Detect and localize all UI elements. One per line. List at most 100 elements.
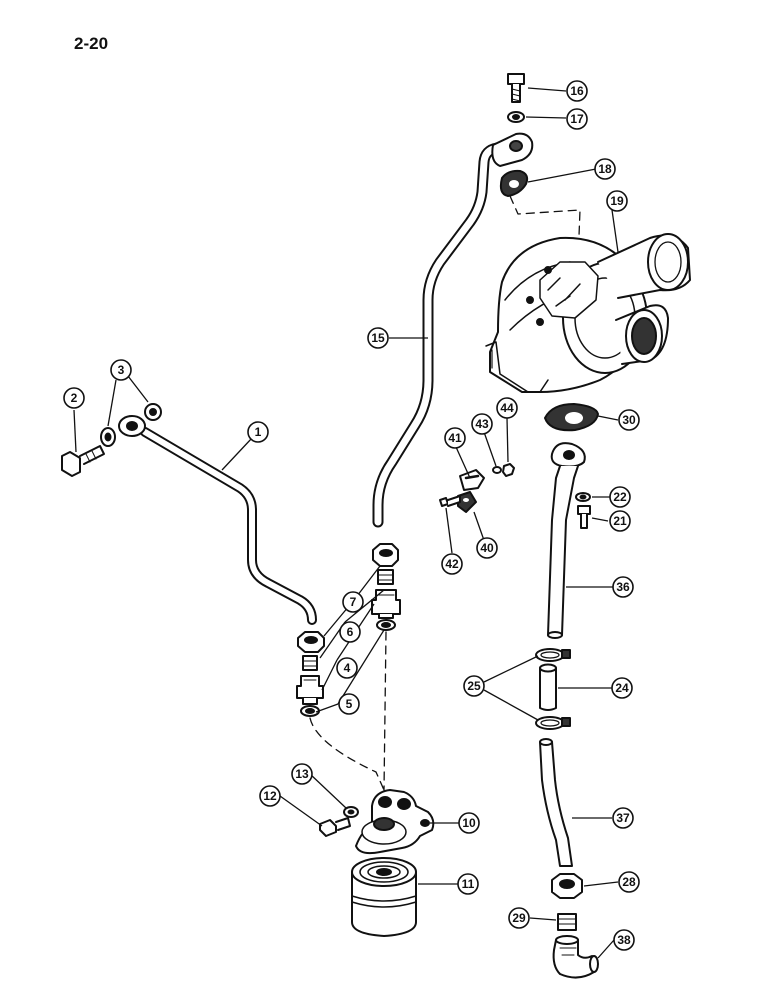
svg-text:17: 17	[570, 112, 584, 126]
part-12-bolt	[319, 817, 351, 837]
callout-16: 16	[566, 80, 588, 102]
svg-text:1: 1	[255, 425, 262, 439]
part-36-oil-drain-tube	[547, 442, 586, 639]
callout-29: 29	[508, 907, 530, 929]
callout-41: 41	[444, 427, 466, 449]
svg-text:3: 3	[118, 363, 125, 377]
part-24-hose	[539, 663, 557, 711]
svg-text:15: 15	[371, 331, 385, 345]
part-6-sleeve-right	[377, 569, 394, 585]
svg-text:38: 38	[617, 933, 631, 947]
part-29-sleeve	[557, 913, 577, 931]
svg-text:11: 11	[462, 877, 475, 891]
callout-4: 4	[336, 657, 358, 679]
svg-text:12: 12	[263, 789, 277, 803]
callout-2: 2	[63, 387, 85, 409]
part-4-connector-right	[371, 589, 401, 619]
callout-44: 44	[496, 397, 518, 419]
callout-12: 12	[259, 785, 281, 807]
callout-38: 38	[613, 929, 635, 951]
part-7-nut-left	[297, 631, 325, 653]
svg-text:6: 6	[347, 625, 354, 639]
part-25-hose-clamp-lower	[535, 716, 571, 730]
callout-6: 6	[339, 621, 361, 643]
part-5-o-ring-right	[376, 619, 396, 631]
part-30-gasket	[544, 403, 599, 432]
callout-19: 19	[606, 190, 628, 212]
part-40-clamp	[457, 491, 477, 513]
part-3-washer-lower	[100, 427, 116, 447]
callout-18: 18	[594, 158, 616, 180]
callout-36: 36	[612, 576, 634, 598]
part-15-oil-supply-tube	[372, 132, 534, 528]
part-18-gasket	[499, 169, 581, 263]
part-41-clip	[459, 469, 485, 491]
callout-15: 15	[367, 327, 389, 349]
svg-text:4: 4	[344, 661, 351, 675]
callout-13: 13	[291, 763, 313, 785]
callout-21: 21	[609, 510, 631, 532]
callout-11: 11	[457, 873, 479, 895]
svg-text:28: 28	[622, 875, 636, 889]
part-6-sleeve-left	[302, 655, 318, 671]
part-37-oil-drain-tube	[539, 738, 573, 867]
svg-text:22: 22	[613, 490, 627, 504]
part-17-washer	[507, 111, 525, 123]
part-5-o-ring-left	[300, 705, 320, 717]
callout-28: 28	[618, 871, 640, 893]
callout-30: 30	[618, 409, 640, 431]
part-16-bolt	[507, 73, 525, 103]
page-number: 2-20	[74, 34, 109, 53]
callout-3: 3	[110, 359, 132, 381]
svg-text:2: 2	[71, 391, 78, 405]
svg-text:30: 30	[622, 413, 636, 427]
callout-24: 24	[611, 677, 633, 699]
part-25-hose-clamp-upper	[535, 648, 571, 662]
svg-text:13: 13	[295, 767, 309, 781]
part-13-washer	[343, 806, 359, 818]
part-10-filter-head	[355, 789, 435, 855]
part-7-nut-right	[372, 543, 399, 567]
svg-text:40: 40	[480, 541, 494, 555]
svg-text:10: 10	[462, 816, 476, 830]
svg-text:42: 42	[445, 557, 459, 571]
part-4-connector-left	[296, 675, 324, 705]
callout-25: 25	[463, 675, 485, 697]
callout-42: 42	[441, 553, 463, 575]
callout-7: 7	[342, 591, 364, 613]
svg-text:5: 5	[346, 697, 353, 711]
part-44-nut	[502, 463, 515, 477]
part-1-oil-supply-line	[118, 415, 317, 625]
part-22-washer	[575, 492, 591, 502]
callout-37: 37	[612, 807, 634, 829]
svg-text:36: 36	[616, 580, 630, 594]
svg-text:19: 19	[610, 194, 624, 208]
svg-text:21: 21	[613, 514, 627, 528]
part-19-turbocharger	[485, 233, 691, 393]
part-43-washer	[492, 466, 502, 474]
svg-text:41: 41	[448, 431, 462, 445]
callout-40: 40	[476, 537, 498, 559]
svg-text:37: 37	[616, 811, 630, 825]
part-42-screw	[439, 495, 461, 507]
svg-text:18: 18	[598, 162, 612, 176]
svg-text:25: 25	[467, 679, 481, 693]
callout-1: 1	[247, 421, 269, 443]
callout-10: 10	[458, 812, 480, 834]
svg-text:16: 16	[570, 84, 584, 98]
part-11-oil-filter	[351, 857, 417, 937]
svg-text:29: 29	[512, 911, 526, 925]
svg-text:24: 24	[615, 681, 629, 695]
callout-43: 43	[471, 413, 493, 435]
part-2-bolt	[61, 445, 105, 477]
part-28-nut	[551, 873, 583, 899]
svg-text:43: 43	[475, 417, 489, 431]
svg-text:44: 44	[500, 401, 514, 415]
callout-17: 17	[566, 108, 588, 130]
part-21-bolt	[577, 505, 591, 529]
part-38-elbow-fitting	[552, 935, 599, 979]
callouts: 1 2 3 4 5 6 7 10 11 12 13 15 16 17 18 19…	[63, 80, 640, 951]
svg-text:7: 7	[350, 595, 357, 609]
part-3-washer-upper	[144, 403, 162, 421]
